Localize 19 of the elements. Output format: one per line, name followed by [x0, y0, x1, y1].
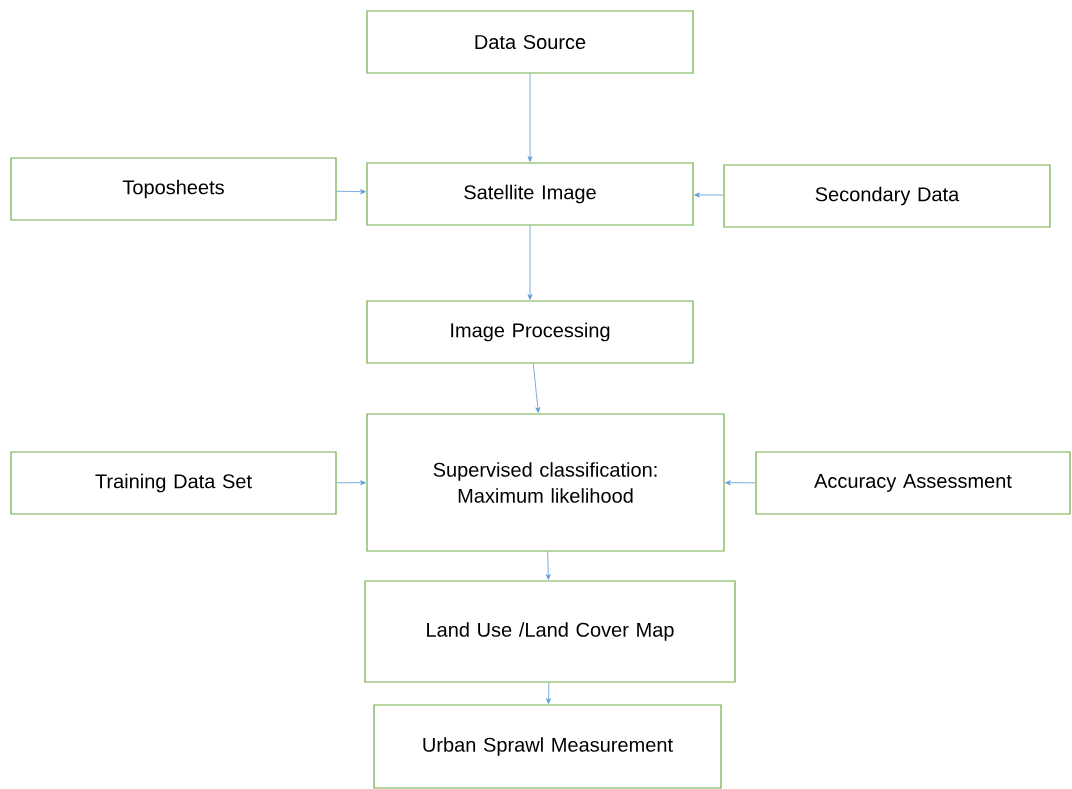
process-box: Supervised classification: Maximum likelihood: [366, 413, 725, 552]
arrow: [694, 192, 724, 198]
arrow: [546, 682, 551, 704]
process-box: Training Data Set: [10, 451, 337, 515]
process-box: Urban Sprawl Measurement: [373, 704, 722, 789]
arrow: [532, 363, 541, 413]
process-box: Accuracy Assessment: [755, 451, 1071, 515]
process-box: Land Use /Land Cover Map: [364, 580, 736, 683]
arrow: [527, 225, 533, 300]
process-box: Satellite Image: [366, 162, 694, 226]
arrow: [336, 480, 366, 486]
process-box: Secondary Data: [723, 164, 1051, 228]
process-box: Image Processing: [366, 300, 694, 364]
process-box: Data Source: [366, 10, 694, 74]
arrow: [545, 551, 551, 580]
arrow: [336, 189, 366, 195]
arrow: [527, 73, 533, 162]
process-box: Toposheets: [10, 157, 337, 221]
arrow: [725, 480, 756, 486]
